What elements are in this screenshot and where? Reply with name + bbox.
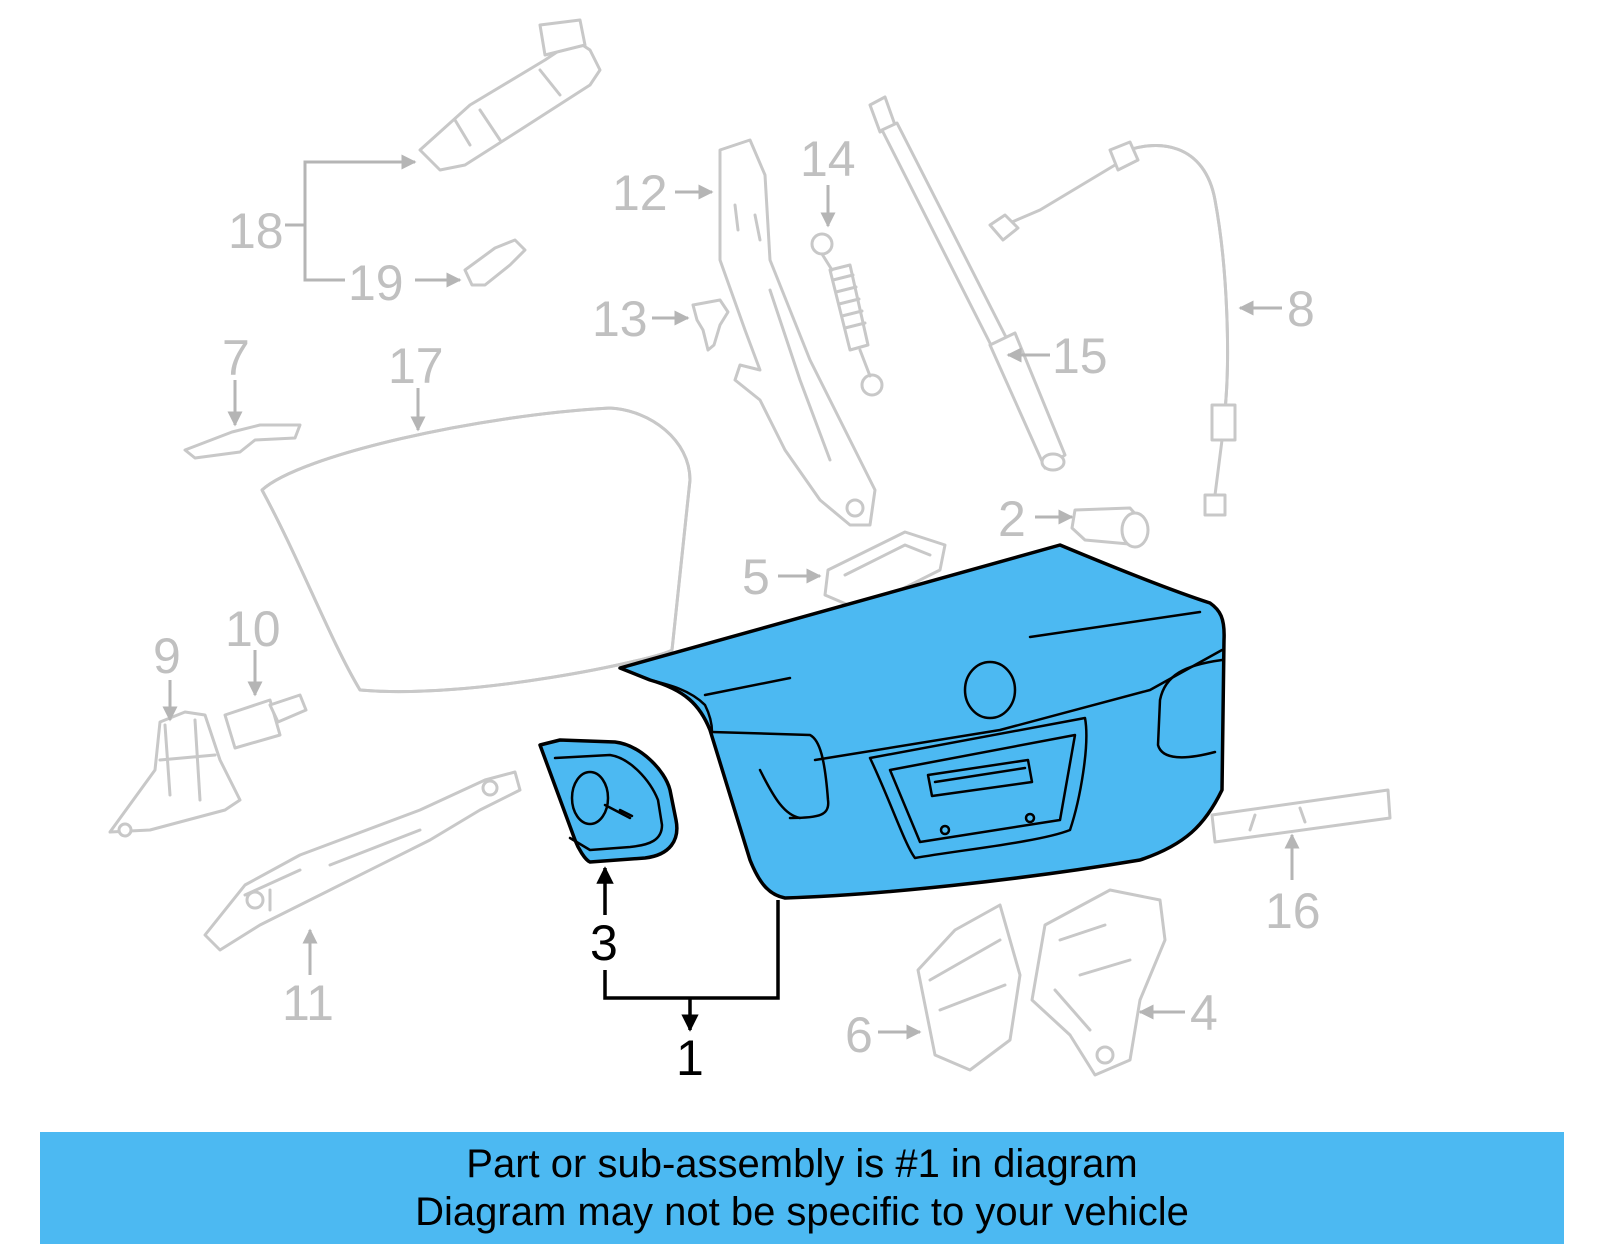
part-6-bracket (916, 903, 1022, 1072)
callout-12: 12 (612, 165, 668, 221)
part-13-clip (691, 298, 730, 352)
part-2-switch (1070, 506, 1150, 549)
leader-18 (285, 154, 417, 227)
callout-10: 10 (225, 601, 281, 657)
part-17-weatherstrip (260, 406, 692, 694)
callout-14: 14 (800, 131, 856, 187)
callout-18: 18 (228, 203, 284, 259)
callout-11: 11 (282, 975, 334, 1031)
callout-17: 17 (388, 338, 444, 394)
callout-19: 19 (348, 255, 404, 311)
callout-2: 2 (998, 491, 1026, 547)
callout-6: 6 (845, 1007, 873, 1063)
part-10-connector (223, 693, 308, 750)
part-4-latch (1030, 888, 1167, 1077)
part-5-pad (823, 530, 947, 612)
part-14-spring (810, 232, 884, 397)
leader-1 (603, 900, 780, 1030)
callout-3: 3 (590, 915, 618, 971)
banner-line-1: Part or sub-assembly is #1 in diagram (466, 1142, 1138, 1186)
part-16-strip (1210, 788, 1392, 844)
part-9-latch (108, 710, 242, 838)
part-12-hinge (718, 138, 877, 527)
callout-16: 16 (1265, 883, 1321, 939)
callout-13: 13 (592, 291, 648, 347)
callout-9: 9 (153, 628, 181, 684)
parts-diagram: 18 19 12 13 14 15 (108, 18, 1392, 1086)
callout-4: 4 (1190, 985, 1218, 1041)
callout-7: 7 (222, 330, 250, 386)
part-19-bulb (463, 238, 527, 287)
leader-19 (303, 225, 460, 280)
part-8-cable (988, 140, 1237, 517)
disclaimer-banner: Part or sub-assembly is #1 in diagram Di… (40, 1132, 1564, 1244)
part-7-bracket (183, 423, 302, 460)
part-15-strut (868, 95, 1067, 472)
callout-15: 15 (1052, 328, 1108, 384)
part-18-license-lamp (418, 18, 602, 172)
part-1-trunk-lid (618, 543, 1226, 900)
part-3-cover (538, 738, 679, 864)
part-11-garnish (203, 770, 522, 952)
callout-8: 8 (1287, 281, 1315, 337)
callout-1: 1 (676, 1030, 704, 1086)
banner-line-2: Diagram may not be specific to your vehi… (415, 1190, 1189, 1234)
callout-5: 5 (742, 549, 770, 605)
